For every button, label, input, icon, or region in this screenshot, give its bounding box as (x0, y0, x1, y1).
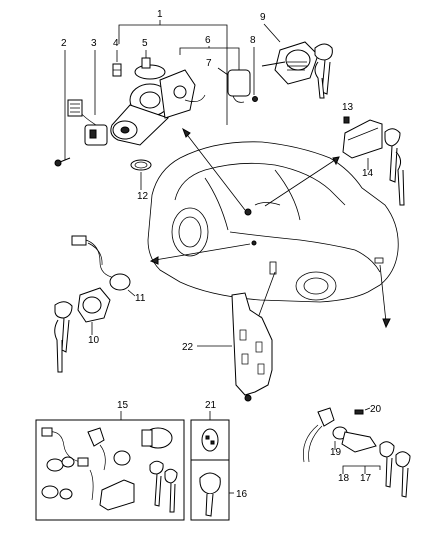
ignition-switch-assembly (54, 57, 258, 171)
trunk-lock-14 (342, 116, 405, 206)
callout-18: 18 (338, 473, 350, 484)
callout-12: 12 (137, 191, 149, 202)
callout-7: 7 (206, 58, 212, 69)
trunk-cylinder-17-20 (302, 407, 411, 498)
ignition-cylinder-10 (54, 287, 111, 373)
callout-1: 1 (157, 9, 163, 20)
vehicle-outline (147, 141, 399, 303)
callout-19: 19 (330, 447, 342, 458)
callout-22: 22 (182, 342, 194, 353)
callout-14: 14 (362, 168, 374, 179)
callout-20: 20 (370, 404, 382, 415)
bracket-22 (197, 292, 273, 402)
callout-13: 13 (342, 102, 354, 113)
callout-21: 21 (205, 400, 217, 411)
callout-9: 9 (260, 12, 266, 23)
callout-16: 16 (236, 489, 248, 500)
callout-6: 6 (205, 35, 211, 46)
callout-4: 4 (113, 38, 119, 49)
callout-11: 11 (135, 293, 146, 304)
callout-17: 17 (360, 473, 372, 484)
callout-15: 15 (117, 400, 129, 411)
door-lock-cylinder-9 (261, 41, 333, 99)
ignition-harness-11 (71, 235, 136, 297)
callout-2: 2 (61, 38, 67, 49)
callout-5: 5 (142, 38, 148, 49)
lock-kit-box-15 (35, 411, 185, 521)
leader-lines-top (64, 20, 281, 190)
callout-3: 3 (91, 38, 97, 49)
key-blank-box-21 (190, 411, 234, 521)
callout-10: 10 (88, 335, 100, 346)
callout-8: 8 (250, 35, 256, 46)
